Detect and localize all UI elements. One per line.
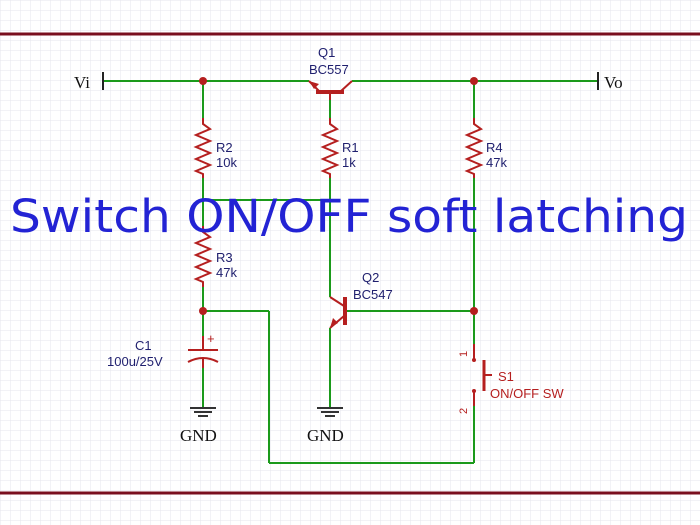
r2-ref: R2 (216, 140, 233, 155)
r3-resistor (193, 226, 213, 287)
ground-symbol-middle (317, 407, 343, 417)
r3-ref: R3 (216, 250, 233, 265)
q1-transistor (308, 80, 353, 100)
ground-symbol-left (190, 407, 216, 417)
q2-value: BC547 (353, 287, 393, 302)
c1-ref: C1 (135, 338, 152, 353)
wires (103, 80, 598, 464)
vo-label: Vo (604, 73, 623, 92)
q1-value: BC557 (309, 62, 349, 77)
junctions (199, 77, 478, 315)
c1-polarity: + (207, 331, 215, 346)
banner-title: Switch ON/OFF soft latching (10, 190, 688, 243)
r4-ref: R4 (486, 140, 503, 155)
r1-resistor (320, 118, 340, 178)
s1-pin2-label: 2 (458, 408, 470, 414)
s1-value: ON/OFF SW (490, 386, 564, 401)
r3-value: 47k (216, 265, 237, 280)
c1-capacitor (187, 336, 219, 368)
r1-value: 1k (342, 155, 356, 170)
gnd-label-left: GND (180, 426, 217, 445)
c1-value: 100u/25V (107, 354, 163, 369)
r1-ref: R1 (342, 140, 359, 155)
q1-ref: Q1 (318, 45, 335, 60)
s1-pin1-label: 1 (458, 351, 470, 357)
q2-ref: Q2 (362, 270, 379, 285)
r4-resistor (464, 118, 484, 178)
r2-resistor (193, 118, 213, 178)
s1-switch (472, 344, 492, 406)
gnd-label-middle: GND (307, 426, 344, 445)
r4-value: 47k (486, 155, 507, 170)
r2-value: 10k (216, 155, 237, 170)
q2-transistor (329, 296, 347, 329)
s1-ref: S1 (498, 369, 514, 384)
vi-label: Vi (74, 73, 90, 92)
